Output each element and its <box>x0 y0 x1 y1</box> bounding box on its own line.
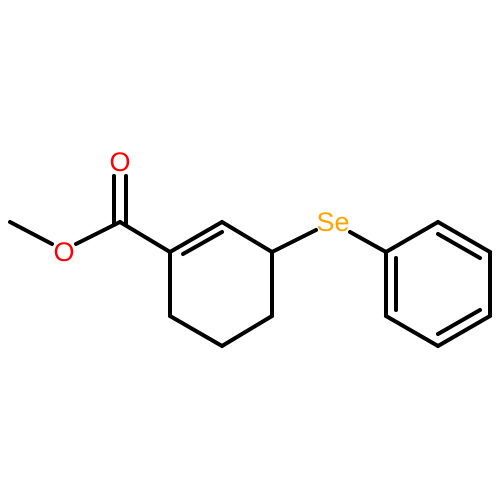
oxygen-ester-label: O <box>53 237 74 267</box>
bond-ring-c1-c2 <box>168 220 224 254</box>
bond-ring-selenium <box>270 228 318 254</box>
oxygen-carbonyl-label: O <box>109 147 130 177</box>
bond-ring-c1-c2-inner <box>181 230 224 256</box>
bonds <box>8 174 492 348</box>
bond-phenyl-2 <box>436 220 492 254</box>
selenium-label: Se <box>316 207 349 237</box>
bond-phenyl-inner-2 <box>436 308 482 336</box>
bond-selenium-phenyl <box>348 230 388 254</box>
bond-phenyl-inner-1 <box>436 232 482 260</box>
atom-labels: O O Se <box>53 147 349 267</box>
bond-phenyl-1 <box>384 220 440 254</box>
bond-phenyl-4 <box>436 314 492 348</box>
bond-carbonyl-ring <box>118 220 172 254</box>
bond-ring-c2-c3 <box>220 220 274 254</box>
bond-ring-c4-c5 <box>220 314 274 348</box>
bond-methyl-oxygen <box>8 220 54 246</box>
bond-phenyl-5 <box>384 314 440 348</box>
bond-ring-c5-c6 <box>168 314 224 348</box>
